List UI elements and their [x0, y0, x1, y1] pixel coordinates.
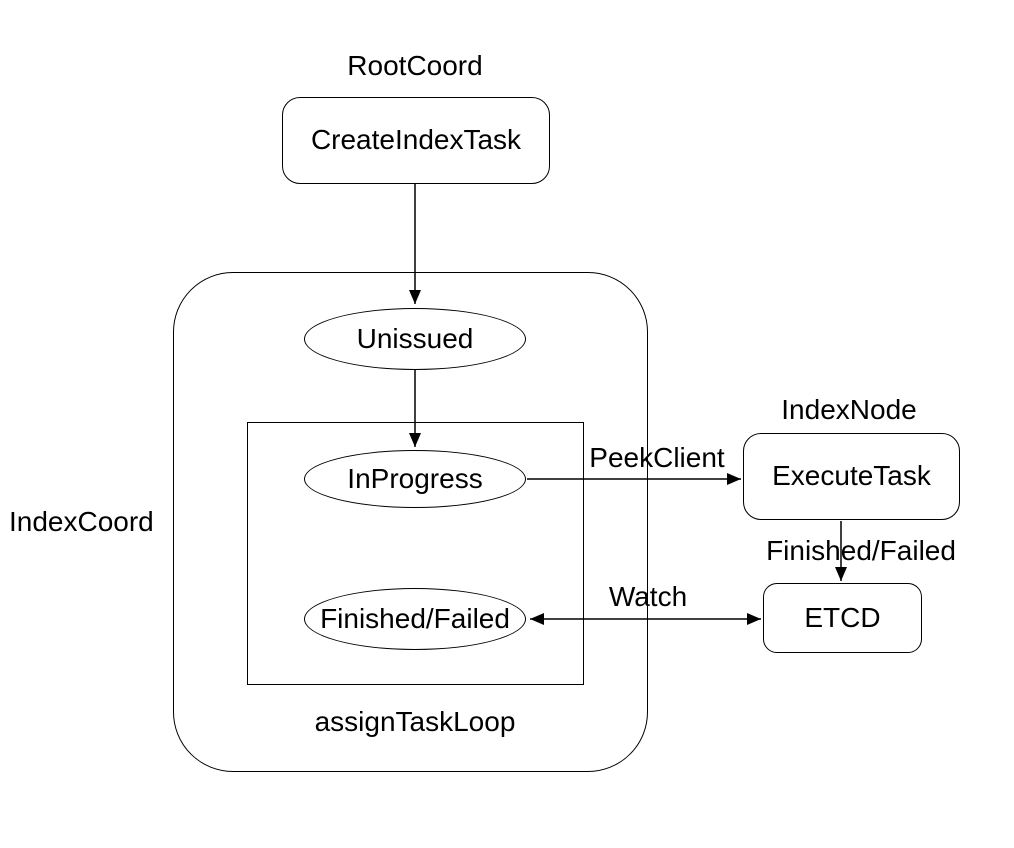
node-execute-task-label: ExecuteTask — [772, 460, 931, 492]
node-execute-task: ExecuteTask — [743, 433, 960, 520]
node-unissued-label: Unissued — [356, 322, 474, 354]
node-etcd: ETCD — [763, 583, 922, 653]
node-finished-failed: Finished/Failed — [304, 588, 526, 650]
node-create-index-task-label: CreateIndexTask — [310, 124, 522, 156]
node-unissued: Unissued — [304, 308, 526, 370]
node-finished-failed-label: Finished/Failed — [320, 602, 510, 634]
index-node-group-label: IndexNode — [781, 394, 917, 425]
node-in-progress: InProgress — [304, 450, 526, 508]
assign-task-loop-group-label: assignTaskLoop — [314, 706, 516, 737]
node-create-index-task: CreateIndexTask — [282, 97, 550, 184]
root-coord-group-label: RootCoord — [347, 50, 483, 81]
index-coord-group-label: IndexCoord — [9, 506, 154, 537]
edge-label-finished-failed: Finished/Failed — [766, 535, 956, 566]
node-etcd-label: ETCD — [804, 601, 881, 633]
edge-label-peek-client: PeekClient — [589, 442, 725, 473]
index-coord-container-box — [173, 272, 648, 772]
edge-label-watch: Watch — [608, 581, 688, 612]
node-in-progress-label: InProgress — [347, 462, 483, 494]
